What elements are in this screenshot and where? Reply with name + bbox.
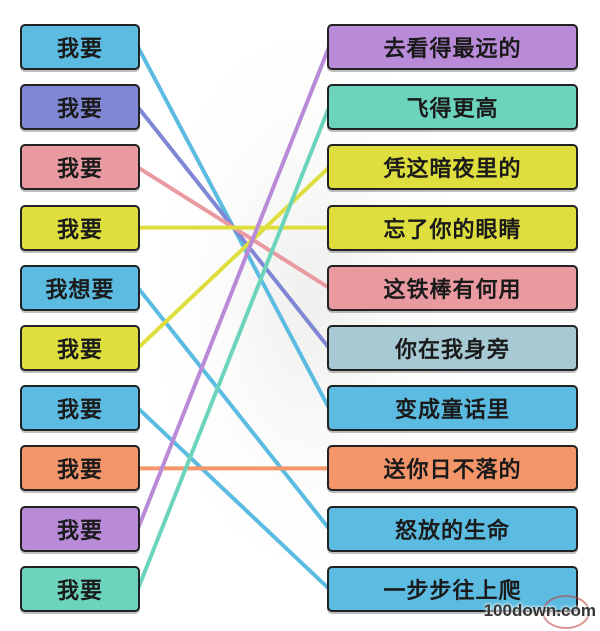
left-phrase-button[interactable]: 我要 — [20, 144, 140, 191]
right-phrase-button[interactable]: 送你日不落的 — [327, 445, 578, 492]
left-phrase-button[interactable]: 我要 — [20, 565, 140, 612]
right-phrase-button[interactable]: 一步步往上爬 — [327, 565, 578, 612]
right-phrase-button[interactable]: 怒放的生命 — [327, 505, 578, 552]
right-phrase-button[interactable]: 飞得更高 — [327, 84, 578, 131]
left-phrase-button[interactable]: 我要 — [20, 84, 140, 131]
watermark-seal-icon — [542, 595, 590, 629]
right-phrase-button[interactable]: 你在我身旁 — [327, 325, 578, 371]
left-phrase-button[interactable]: 我想要 — [20, 264, 140, 311]
left-phrase-button[interactable]: 我要 — [20, 385, 140, 432]
left-phrase-button[interactable]: 我要 — [20, 445, 140, 492]
watermark: 100down.com — [483, 601, 596, 620]
connection-line — [136, 45, 331, 531]
left-phrase-button[interactable]: 我要 — [20, 325, 140, 371]
left-phrase-button[interactable]: 我要 — [20, 24, 140, 70]
left-phrase-button[interactable]: 我要 — [20, 505, 140, 552]
right-phrase-button[interactable]: 忘了你的眼睛 — [327, 204, 578, 251]
right-phrase-button[interactable]: 变成童话里 — [327, 385, 578, 432]
right-phrase-button[interactable]: 去看得最远的 — [327, 24, 578, 70]
connection-line — [136, 285, 331, 531]
right-phrase-button[interactable]: 这铁棒有何用 — [327, 264, 578, 311]
connection-line — [136, 105, 331, 591]
left-phrase-button[interactable]: 我要 — [20, 204, 140, 251]
right-phrase-button[interactable]: 凭这暗夜里的 — [327, 144, 578, 191]
connection-line — [136, 406, 331, 591]
connection-line — [136, 165, 331, 350]
